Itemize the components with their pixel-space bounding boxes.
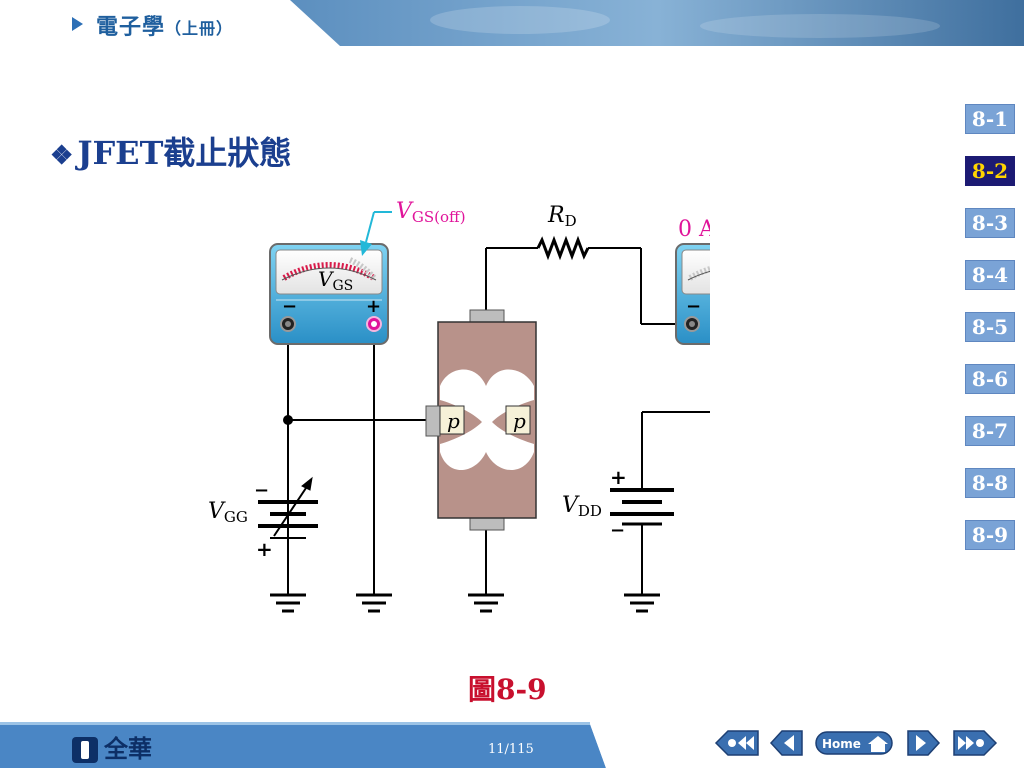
last-page-button[interactable] <box>950 728 1000 758</box>
p-region-right: p <box>513 409 526 433</box>
current-reading: 0 A <box>678 217 710 242</box>
home-button[interactable]: Home <box>814 728 896 758</box>
vgg-label: VGG <box>208 499 248 526</box>
vgg-minus: − <box>254 480 269 501</box>
nav-item-8-3[interactable]: 8-3 <box>965 208 1015 238</box>
nav-item-8-9[interactable]: 8-9 <box>965 520 1015 550</box>
ground-4-icon <box>624 593 660 613</box>
p-region-left: p <box>447 409 460 433</box>
id-ammeter <box>675 243 710 345</box>
publisher-logo-icon <box>72 737 98 763</box>
page-number: 11/115 <box>488 742 534 757</box>
book-title: 電子學（上冊） <box>96 9 233 41</box>
ground-3-icon <box>468 593 504 613</box>
vgsoff-label: VGS(off) <box>396 199 466 226</box>
vdd-label: VDD <box>562 493 602 520</box>
ground-1-icon <box>270 593 306 613</box>
previous-page-button[interactable] <box>768 728 806 758</box>
meter-left-minus: − <box>282 296 297 317</box>
book-title-main: 電子學 <box>96 15 166 40</box>
meter-right-minus: − <box>686 296 701 317</box>
header-banner <box>0 0 1024 46</box>
slide-title: ❖JFET截止狀態 <box>50 128 291 174</box>
ground-symbols <box>270 593 660 613</box>
nav-item-8-8[interactable]: 8-8 <box>965 468 1015 498</box>
meter-left-plus: + <box>366 296 381 317</box>
vdd-minus: − <box>610 520 625 541</box>
home-icon: Home <box>815 731 893 755</box>
junction-node <box>283 415 293 425</box>
vgg-plus: + <box>256 537 273 561</box>
header-background <box>0 0 1024 46</box>
svg-text:Home: Home <box>822 737 861 751</box>
bullet-icon: ❖ <box>50 141 74 171</box>
figure-caption: 圖8-9 <box>468 673 547 706</box>
book-title-subtitle: （上冊） <box>165 19 234 38</box>
vdd-battery <box>610 488 674 526</box>
slide-title-text: JFET截止狀態 <box>77 134 292 172</box>
nav-item-8-6[interactable]: 8-6 <box>965 364 1015 394</box>
jfet-cutoff-circuit: VGS − + VGS(off) RD ID − + 0 A p p <box>208 199 710 613</box>
nav-item-8-5[interactable]: 8-5 <box>965 312 1015 342</box>
publisher-logo-text: 全華 <box>104 735 152 763</box>
nav-item-8-1[interactable]: 8-1 <box>965 104 1015 134</box>
rd-label: RD <box>547 203 577 230</box>
vgs-voltmeter <box>269 243 389 345</box>
next-page-button[interactable] <box>904 728 942 758</box>
nav-item-8-4[interactable]: 8-4 <box>965 260 1015 290</box>
header-arrow-icon <box>72 17 83 31</box>
meter-left-label: VGS <box>318 267 353 294</box>
resistor-rd <box>536 235 590 261</box>
nav-item-8-7[interactable]: 8-7 <box>965 416 1015 446</box>
nav-item-8-2[interactable]: 8-2 <box>965 156 1015 186</box>
vgsoff-pointer <box>360 211 392 256</box>
ground-2-icon <box>356 593 392 613</box>
jfet-device <box>425 309 537 531</box>
vdd-plus: + <box>610 465 627 489</box>
first-page-button[interactable] <box>712 728 762 758</box>
vgg-battery <box>258 476 318 539</box>
publisher-logo: 全華 <box>72 729 152 764</box>
